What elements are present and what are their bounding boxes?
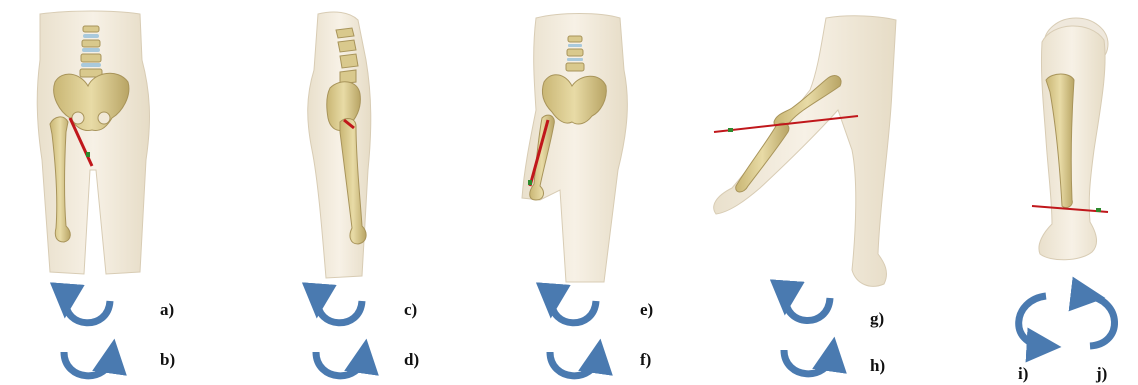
rotation-arrow-icon xyxy=(1019,296,1046,346)
label-b: b) xyxy=(160,350,175,370)
rotation-arrow-icon xyxy=(66,301,110,323)
pelvis-side-view xyxy=(308,12,371,278)
leg-knee-flexion-view xyxy=(714,16,896,286)
body-silhouette xyxy=(714,16,896,286)
rotation-arrow-icon xyxy=(318,301,362,323)
lower-leg-ankle-view xyxy=(1032,18,1108,260)
label-a: a) xyxy=(160,300,174,320)
label-d: d) xyxy=(404,350,419,370)
label-g: g) xyxy=(870,309,884,329)
label-f: f) xyxy=(640,350,651,370)
pelvis-front-view xyxy=(37,11,149,274)
label-c: c) xyxy=(404,300,417,320)
rotation-arrow-icon xyxy=(550,352,598,376)
label-i: i) xyxy=(1018,364,1028,384)
rotation-arrow-icon xyxy=(64,352,112,376)
label-j: j) xyxy=(1096,364,1107,384)
label-h: h) xyxy=(870,356,885,376)
rotation-arrow-icon xyxy=(552,301,596,323)
rotation-arrow-icon xyxy=(1088,296,1115,346)
rotation-arrow-icon xyxy=(784,350,832,374)
rotation-arrow-icon xyxy=(316,352,364,376)
body-silhouette xyxy=(1039,26,1105,260)
pelvis-oblique-view xyxy=(522,14,627,283)
rotation-arrow-icon xyxy=(786,298,830,321)
label-e: e) xyxy=(640,300,653,320)
spine xyxy=(566,36,584,71)
